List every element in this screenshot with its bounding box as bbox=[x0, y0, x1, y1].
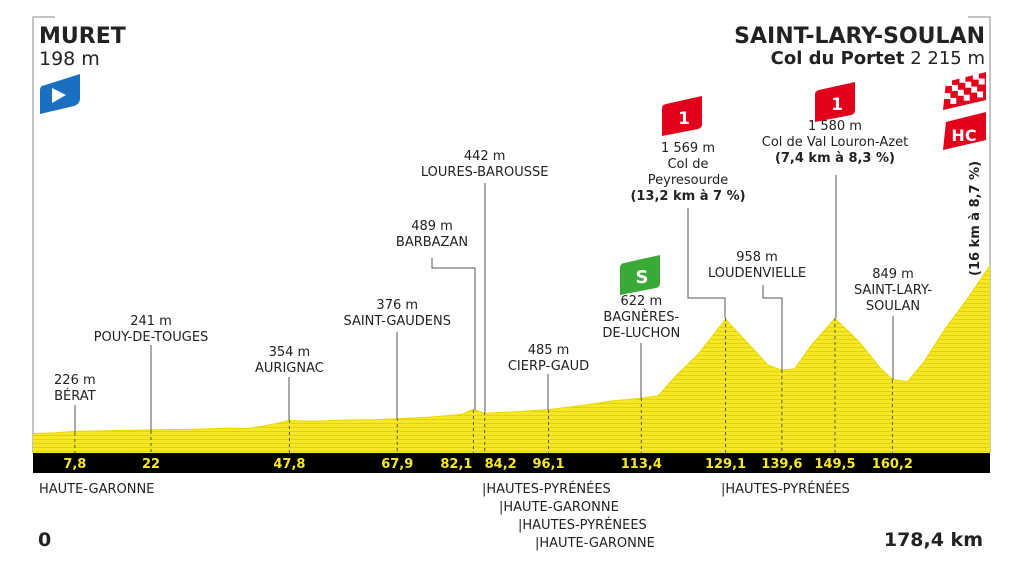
marker-climb-stats: (7,4 km à 8,3 %) bbox=[775, 151, 895, 166]
marker-leader-line bbox=[762, 285, 783, 370]
department-0: HAUTE-GARONNE bbox=[39, 482, 154, 497]
final-climb-label: (16 km à 8,7 %) bbox=[968, 161, 983, 276]
marker-altitude: 849 m bbox=[872, 267, 914, 282]
checker-cell bbox=[946, 80, 952, 86]
elevation-line bbox=[32, 265, 991, 434]
marker-name: SAINT-LARY- bbox=[854, 283, 932, 298]
marker-name: BÉRAT bbox=[54, 388, 96, 404]
department-4: |HAUTE-GARONNE bbox=[535, 536, 655, 551]
climb-category-badge: 1 bbox=[815, 82, 855, 122]
marker-name: CIERP-GAUD bbox=[508, 359, 589, 374]
badge-label: 1 bbox=[678, 109, 690, 129]
marker-altitude: 489 m bbox=[411, 219, 453, 234]
marker-name: AURIGNAC bbox=[255, 361, 324, 376]
finish-flag-icon bbox=[943, 72, 986, 110]
marker-altitude: 622 m bbox=[621, 294, 663, 309]
marker-name: SOULAN bbox=[866, 299, 920, 314]
finish-subtitle: Col du Portet 2 215 m bbox=[771, 48, 985, 69]
badge-label: 1 bbox=[831, 95, 843, 115]
checker-cell bbox=[959, 76, 966, 83]
marker-altitude: 485 m bbox=[528, 343, 570, 358]
hc-badge: HC bbox=[943, 112, 986, 150]
checker-cell bbox=[978, 78, 985, 85]
marker-altitude: 376 m bbox=[376, 298, 418, 313]
distance-end: 178,4 km bbox=[884, 529, 983, 551]
finish-climb: Col du Portet bbox=[771, 48, 905, 69]
finish-altitude: 2 215 m bbox=[910, 48, 985, 69]
checker-cell bbox=[965, 81, 972, 88]
checker-cell bbox=[944, 93, 951, 99]
checker-cell bbox=[957, 89, 964, 96]
km-tick-label: 160,2 bbox=[872, 457, 913, 472]
marker-name: LOURES-BAROUSSE bbox=[421, 165, 549, 180]
marker-name: DE-LUCHON bbox=[602, 326, 680, 341]
marker-name: Col de bbox=[667, 157, 708, 172]
frame-left bbox=[32, 16, 55, 453]
km-tick-label: 47,8 bbox=[273, 457, 305, 472]
department-5: |HAUTES-PYRÉNÉES bbox=[721, 481, 850, 497]
marker-name: Peyresourde bbox=[648, 173, 728, 188]
marker-name: BAGNÈRES- bbox=[603, 309, 679, 325]
km-tick-label: 7,8 bbox=[63, 457, 86, 472]
marker-name: LOUDENVIELLE bbox=[708, 266, 806, 281]
start-flag-icon bbox=[40, 74, 80, 114]
department-1: |HAUTES-PYRÉNÉES bbox=[482, 481, 611, 497]
km-tick-label: 129,1 bbox=[705, 457, 746, 472]
marker-altitude: 1 580 m bbox=[808, 119, 862, 134]
km-tick-label: 84,2 bbox=[485, 457, 517, 472]
elevation-area bbox=[33, 265, 990, 453]
marker-name: Col de Val Louron-Azet bbox=[762, 135, 908, 150]
checker-cell bbox=[950, 97, 957, 104]
km-tick-label: 96,1 bbox=[532, 457, 564, 472]
department-3: |HAUTES-PYRÉNEES bbox=[518, 517, 647, 533]
km-bar bbox=[33, 453, 990, 473]
sprint-badge-icon: S bbox=[620, 255, 660, 295]
marker-altitude: 354 m bbox=[269, 345, 311, 360]
start-name: MURET bbox=[39, 24, 126, 49]
marker-altitude: 958 m bbox=[736, 250, 778, 265]
km-tick-label: 22 bbox=[142, 457, 160, 472]
checker-cell bbox=[977, 91, 984, 98]
km-tick-label: 67,9 bbox=[381, 457, 413, 472]
km-tick-label: 149,5 bbox=[814, 457, 855, 472]
km-tick-label: 113,4 bbox=[621, 457, 662, 472]
marker-leader-line bbox=[431, 258, 476, 410]
marker-name: SAINT-GAUDENS bbox=[343, 314, 451, 329]
marker-name: BARBAZAN bbox=[396, 235, 468, 250]
department-2: |HAUTE-GARONNE bbox=[499, 500, 619, 515]
marker-altitude: 241 m bbox=[130, 314, 172, 329]
marker-leader-line bbox=[687, 208, 726, 318]
marker-altitude: 226 m bbox=[54, 373, 96, 388]
start-altitude: 198 m bbox=[39, 48, 100, 70]
km-tick-label: 82,1 bbox=[440, 457, 472, 472]
climb-category-badge: 1 bbox=[662, 96, 702, 136]
checker-cell bbox=[951, 84, 958, 91]
hc-label: HC bbox=[951, 126, 976, 145]
distance-start: 0 bbox=[38, 529, 51, 551]
marker-name: POUY-DE-TOUGES bbox=[94, 330, 209, 345]
marker-climb-stats: (13,2 km à 7 %) bbox=[630, 189, 745, 204]
checker-cell bbox=[971, 86, 978, 93]
km-tick-label: 139,6 bbox=[761, 457, 802, 472]
marker-altitude: 1 569 m bbox=[661, 141, 715, 156]
marker-altitude: 442 m bbox=[464, 149, 506, 164]
checker-cell bbox=[972, 73, 979, 80]
checker-cell bbox=[963, 94, 970, 101]
finish-name: SAINT-LARY-SOULAN bbox=[734, 24, 985, 49]
badge-label: S bbox=[636, 267, 649, 288]
